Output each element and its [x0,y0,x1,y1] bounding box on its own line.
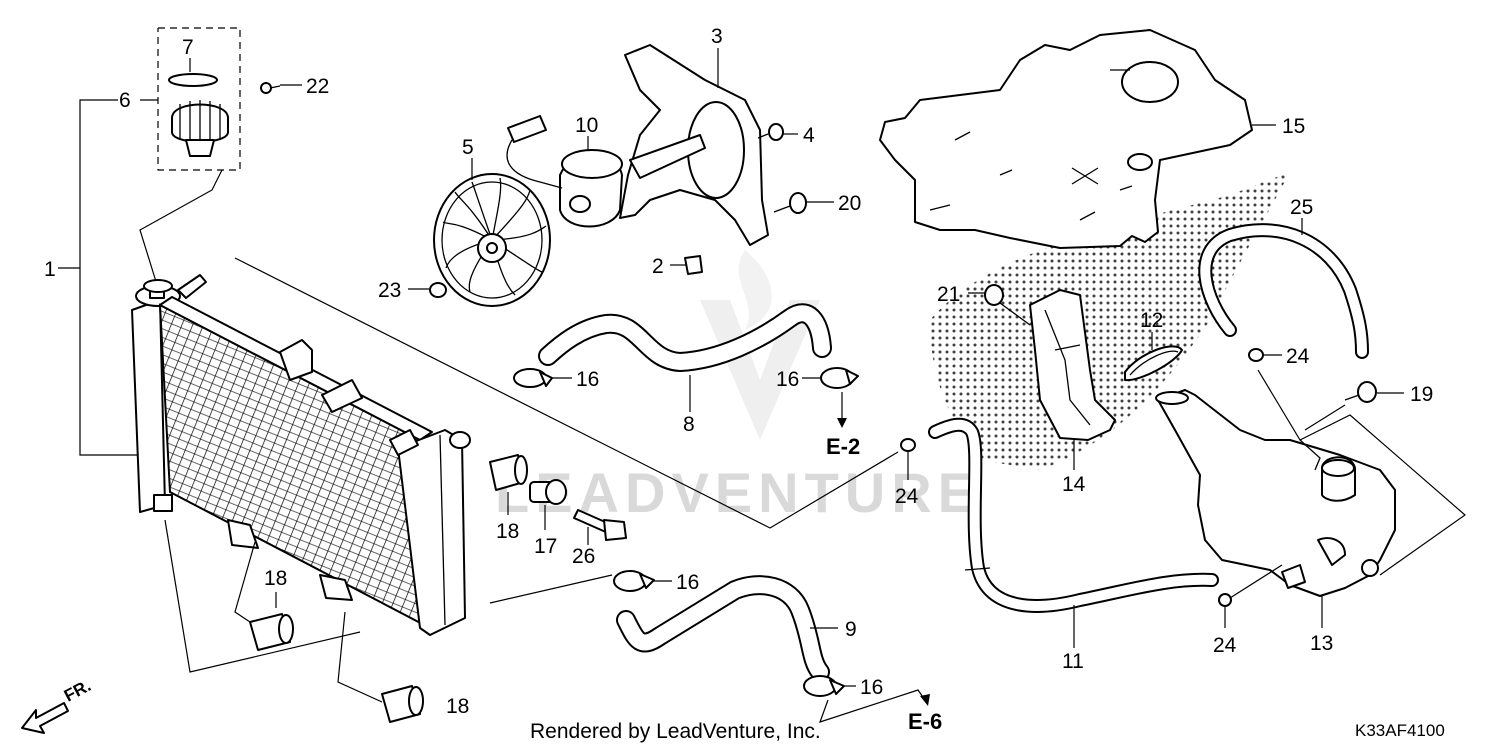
leader-18-lower [337,611,383,703]
nut-23-part [429,282,447,298]
credit-text: Rendered by LeadVenture, Inc. [530,720,821,743]
watermark-logo-icon [700,250,820,440]
grommet-lower-part [381,685,424,723]
radiator-cap-part [171,100,229,157]
callout-5: 5 [462,136,474,159]
hose-8-part [538,303,832,372]
bolt-20-part [773,192,807,214]
fan-connector-part [506,115,563,189]
leader-18-middle [234,541,256,623]
callout-9: 9 [845,618,857,641]
callout-24-c: 24 [1213,634,1237,657]
callout-17: 17 [534,535,557,558]
callout-18-b: 18 [264,567,287,590]
callout-21: 21 [937,283,960,306]
clip-24-c-part [1218,593,1232,628]
fan-motor-part [559,136,623,228]
front-arrow: FR. [21,676,94,734]
callout-3: 3 [711,25,723,48]
callout-10: 10 [575,114,598,137]
shading-area [930,172,1290,470]
callout-24-b: 24 [1286,345,1310,368]
front-label: FR. [61,676,94,706]
leader-reservoir-hose11 [1229,564,1283,599]
reference-e6: E-6 [908,709,942,734]
leader-radiator-bottom [164,519,361,673]
bolt-19-part [1344,381,1377,403]
clip-24-b-part [1248,348,1282,362]
hose-11-part [928,417,1219,613]
watermark-text: LEADVENTURE [495,461,981,524]
bolt-4-part [757,123,784,141]
callout-16-c: 16 [676,571,699,594]
callout-18-a: 18 [496,520,519,543]
hose-9-part [616,575,830,682]
callout-8: 8 [683,413,695,436]
callout-19: 19 [1410,383,1433,406]
front-arrow-icon [21,702,69,734]
callout-22: 22 [306,75,329,98]
clamp-16-c-part [613,570,655,592]
callout-13: 13 [1310,632,1333,655]
callout-6: 6 [119,89,131,112]
band-12-part [1124,345,1183,382]
reference-e2: E-2 [826,434,860,459]
cap-kit-box [157,27,241,171]
hose-25-part [1198,223,1369,359]
callout-15: 15 [1282,115,1305,138]
clip-2-part [684,255,703,275]
grommet-middle-part [249,613,294,651]
leader-reservoir-outline [1257,369,1466,576]
collar-part [529,479,567,505]
bolt-26-part [573,509,627,541]
o-ring-part [168,73,218,87]
callout-4: 4 [803,124,815,147]
radiator-part [131,274,471,636]
callout-16-b: 16 [776,368,799,391]
callout-2: 2 [652,255,664,278]
leader-cap-to-radiator [139,169,223,289]
arrow-to-e2-icon [837,392,847,428]
arrow-to-e6-icon [819,689,930,723]
screw-22-part [260,82,281,94]
leader-1 [79,99,140,456]
callout-14: 14 [1062,473,1086,496]
fan-part [433,173,551,307]
watermark: LEADVENTURE [495,250,981,524]
callout-16-d: 16 [860,676,883,699]
callout-7: 7 [182,36,194,59]
clamp-16-a-part [513,368,553,388]
clip-24-a-part [900,438,916,480]
callout-23: 23 [378,279,401,302]
reservoir-tank-part [1155,389,1396,597]
reservoir-bracket-part [1029,289,1116,441]
bolt-21-part [984,284,1031,326]
grommet-upper-part [489,454,528,491]
clamp-16-b-part [820,367,859,389]
callout-18-c: 18 [446,695,469,718]
callout-12: 12 [1140,309,1163,332]
reservoir-cover-part [879,29,1253,249]
callout-26: 26 [572,545,595,568]
callout-25: 25 [1290,196,1313,219]
clamp-16-d-part [803,675,845,697]
leader-radiator-hose9 [489,574,613,604]
callout-24-a: 24 [895,485,919,508]
callout-1: 1 [44,258,56,281]
leader-radiator-outline [234,257,899,529]
callout-11: 11 [1062,650,1084,673]
callout-20: 20 [838,192,861,215]
leader-19-tank [1304,404,1346,431]
diagram-code: K33AF4100 [1355,721,1445,740]
fan-shroud-part [619,44,769,246]
callout-16-a: 16 [576,368,599,391]
